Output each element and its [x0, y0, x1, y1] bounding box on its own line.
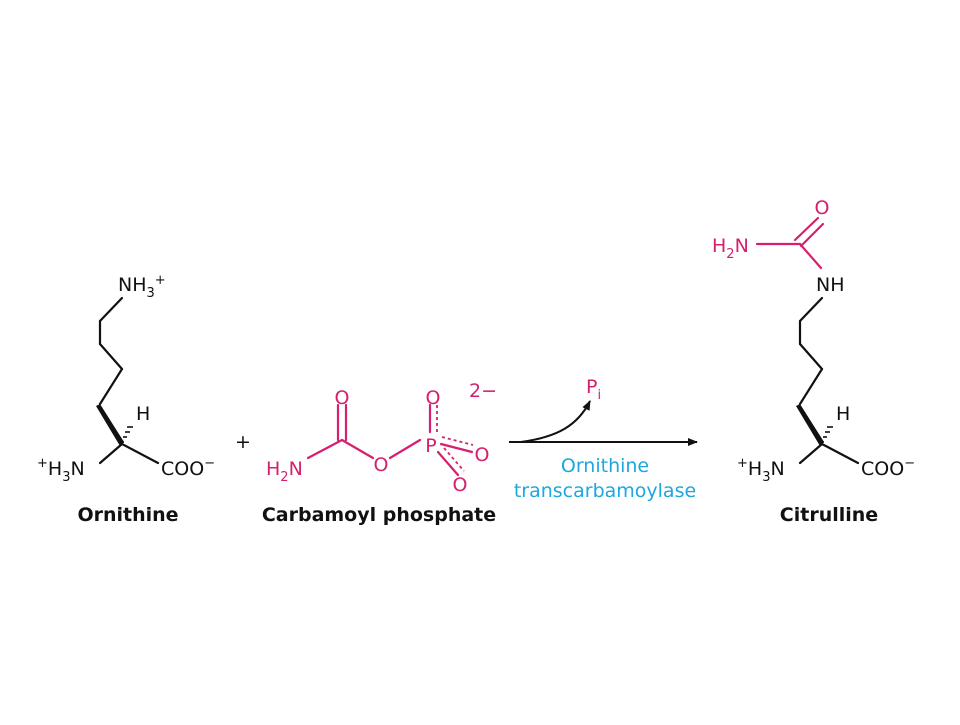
urea-bond-c-nh	[798, 242, 823, 270]
citrulline-bond-c3-c2	[798, 367, 824, 406]
phosphate-bond-right	[439, 442, 474, 454]
phosphate-o-top: O	[426, 387, 441, 409]
ornithine-alpha-h: H	[136, 403, 150, 425]
ornithine-wedge-bond	[96, 404, 124, 446]
citrulline-urea-bonds	[755, 216, 825, 270]
urea-double-bond-a	[793, 216, 820, 242]
citrulline-alpha-nh3: +H3N	[737, 456, 785, 485]
carbamoyl-bonds	[306, 403, 474, 477]
ornithine-bond-n-c5	[98, 296, 124, 323]
phosphate-charge: 2−	[469, 380, 497, 402]
citrulline-chain-bonds	[798, 296, 860, 465]
carbamoyl-carbonyl-o: O	[335, 387, 350, 409]
reaction-arrow-group: Pi Ornithine transcarbamoylase	[509, 376, 698, 502]
carbamoyl-phosphate-name: Carbamoyl phosphate	[262, 504, 496, 526]
ornithine-carboxylate: COO−	[161, 456, 215, 480]
urea-double-bond-b	[799, 222, 825, 248]
byproduct-curved-arrow	[520, 400, 591, 443]
carbamoyl-phosphate-structure: H2N O O P O O O 2− Carbamoyl phosphate	[262, 380, 497, 526]
byproduct-pi: Pi	[586, 376, 601, 403]
phosphate-o-right: O	[475, 444, 490, 466]
ornithine-bond-ca-coo	[120, 442, 160, 465]
phosphate-bond-bottom	[436, 450, 460, 477]
citrulline-nh: NH	[816, 274, 845, 296]
citrulline-wedge-bond	[796, 404, 824, 446]
carbamoyl-bridge-o: O	[374, 454, 389, 476]
citrulline-bond-ca-n	[798, 442, 824, 465]
carbamoyl-amine: H2N	[266, 458, 303, 485]
phosphorus-atom: P	[425, 435, 436, 457]
ornithine-hash-bond	[121, 426, 133, 443]
urea-amine: H2N	[712, 235, 749, 262]
carbamoyl-bond-o-p	[388, 438, 422, 460]
ornithine-side-nh3: NH3+	[118, 273, 166, 301]
ornithine-bond-c4-c3	[98, 342, 124, 371]
ornithine-structure: NH3+ H +H3N COO− Ornithine	[37, 273, 215, 526]
ornithine-name: Ornithine	[77, 504, 178, 526]
citrulline-name: Citrulline	[780, 504, 878, 526]
plus-sign: +	[235, 431, 251, 453]
carbamoyl-bond-n-c	[306, 438, 344, 460]
citrulline-bond-c4-c3	[798, 342, 824, 371]
citrulline-alpha-h: H	[836, 403, 850, 425]
enzyme-name-line2: transcarbamoylase	[514, 480, 696, 502]
citrulline-bond-n-c5	[798, 296, 824, 323]
ornithine-bond-ca-n	[98, 442, 124, 465]
citrulline-bond-ca-coo	[820, 442, 860, 465]
ornithine-bond-c3-c2	[98, 367, 124, 406]
carbamoyl-bond-c-o	[340, 438, 375, 460]
phosphate-o-bottom: O	[453, 474, 468, 496]
ornithine-alpha-nh3: +H3N	[37, 456, 85, 485]
citrulline-structure: O H2N NH H +H3N COO− Citrulline	[712, 197, 915, 526]
citrulline-carboxylate: COO−	[861, 456, 915, 480]
urea-carbonyl-o: O	[815, 197, 830, 219]
citrulline-hash-bond	[821, 426, 833, 443]
enzyme-name-line1: Ornithine	[561, 455, 649, 477]
phosphate-resonance-bonds	[436, 405, 474, 472]
ornithine-bonds	[98, 296, 160, 465]
